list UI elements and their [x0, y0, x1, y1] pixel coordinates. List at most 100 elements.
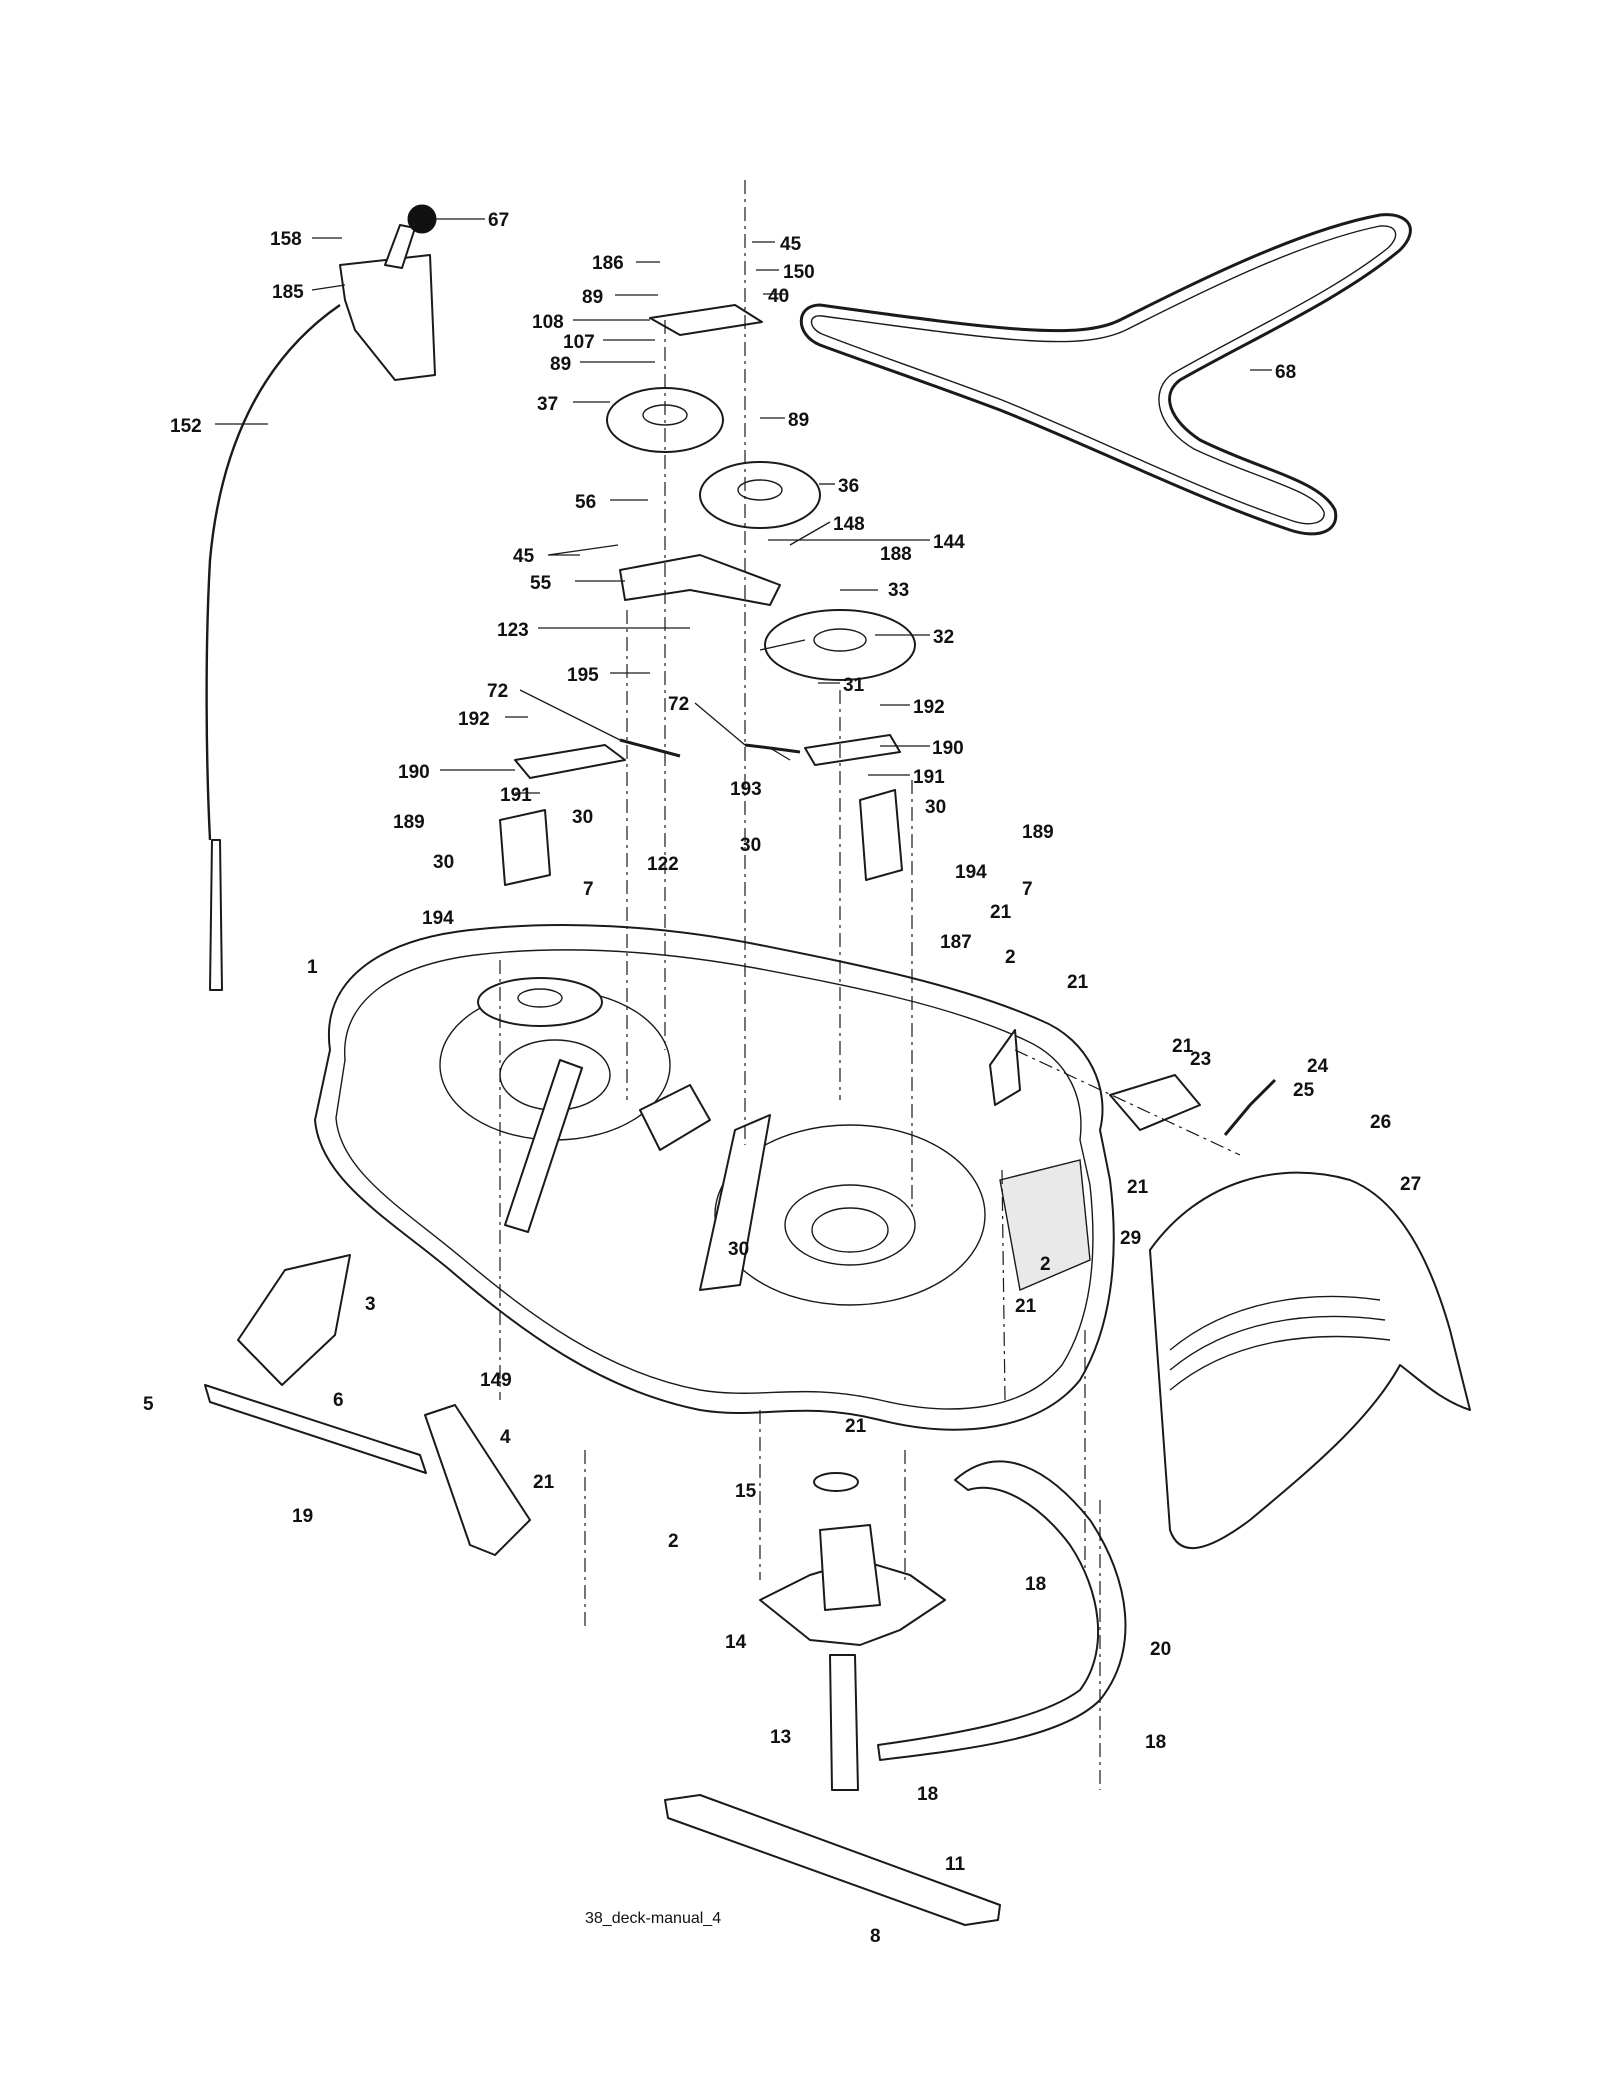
drive-pulley-32 [764, 609, 916, 681]
handle-bracket [339, 254, 436, 381]
discharge-chute-ribs [1169, 1295, 1391, 1391]
callout-187: 187 [940, 932, 972, 953]
deck-bracket-center [639, 1084, 711, 1151]
spindle-shaft [829, 1654, 859, 1791]
deck-artwork [314, 924, 1115, 1431]
callout-31: 31 [843, 675, 865, 696]
callout-27: 27 [1400, 1174, 1421, 1195]
belt-cover-bracket [1109, 1074, 1201, 1131]
callout-188: 188 [880, 544, 912, 565]
spring-72-right [744, 743, 801, 754]
deck-baffle [877, 1460, 1127, 1761]
callout-89-b: 89 [550, 354, 571, 375]
callout-45-b: 45 [513, 546, 535, 567]
deck-right-side-bracket [989, 1029, 1021, 1106]
callout-89-c: 89 [788, 410, 809, 431]
deck-discharge-opening [999, 1159, 1091, 1291]
callout-13: 13 [770, 1727, 791, 1748]
callout-108: 108 [532, 312, 564, 333]
callout-185: 185 [272, 282, 304, 303]
callout-186: 186 [592, 253, 624, 274]
callout-148: 148 [833, 514, 865, 535]
idler-pulley-36-hub [737, 479, 783, 501]
callout-14: 14 [725, 1632, 747, 1653]
lift-bracket-4 [424, 1404, 531, 1556]
callout-144: 144 [933, 532, 965, 553]
idler-assembly [499, 304, 916, 886]
mower-deck-shell [314, 924, 1115, 1431]
callout-192: 192 [458, 709, 490, 730]
lift-rod-6 [204, 1384, 427, 1474]
drive-pulley-32-hub [813, 628, 867, 652]
callout-24: 24 [1307, 1056, 1329, 1077]
spring-72-left [619, 738, 681, 758]
callout-190: 190 [398, 762, 430, 783]
callout-30-e: 30 [728, 1239, 749, 1260]
spindle-column [819, 1524, 881, 1611]
idler-arm-108 [649, 304, 763, 336]
callout-21-f: 21 [845, 1416, 867, 1437]
alignment-lines [499, 180, 1241, 1790]
callout-192-b: 192 [913, 697, 945, 718]
callout-150: 150 [783, 262, 815, 283]
idler-arm-190-left [514, 744, 626, 779]
deck-lift-arm-left [504, 1059, 583, 1233]
left-deck-pulley [477, 977, 603, 1027]
callout-21: 21 [990, 902, 1012, 923]
callout-33: 33 [888, 580, 909, 601]
callout-5: 5 [143, 1394, 154, 1415]
callout-72: 72 [487, 681, 508, 702]
drive-belt-outer [799, 213, 1412, 536]
callout-36: 36 [838, 476, 859, 497]
callout-194-b: 194 [422, 908, 454, 929]
callout-7-b: 7 [1022, 879, 1033, 900]
callout-123: 123 [497, 620, 529, 641]
callout-30-d: 30 [433, 852, 454, 873]
callout-191: 191 [500, 785, 532, 806]
drive-belt-inner [810, 225, 1397, 525]
callout-191-b: 191 [913, 767, 945, 788]
callout-195: 195 [567, 665, 599, 686]
callout-89: 89 [582, 287, 603, 308]
cable-spring-end [209, 839, 223, 991]
callout-21-c: 21 [1172, 1036, 1194, 1057]
callout-leaders [215, 218, 1272, 794]
control-cable [205, 304, 341, 841]
callout-6: 6 [333, 1390, 344, 1411]
callout-32: 32 [933, 627, 954, 648]
callout-2-c: 2 [668, 1531, 679, 1552]
callout-26: 26 [1370, 1112, 1391, 1133]
callout-30-c: 30 [740, 835, 761, 856]
idler-arm-55 [619, 554, 781, 606]
callout-23: 23 [1190, 1049, 1211, 1070]
callout-2-b: 2 [1040, 1254, 1051, 1275]
callout-158: 158 [270, 229, 302, 250]
discharge-chute [1149, 1171, 1471, 1549]
right-blade-hub-inner [811, 1207, 889, 1253]
callout-3: 3 [365, 1294, 376, 1315]
callout-72-b: 72 [668, 694, 689, 715]
bracket-189-left [499, 809, 551, 886]
mower-blade [664, 1794, 1001, 1926]
callout-152: 152 [170, 416, 202, 437]
lift-bracket-3 [237, 1254, 351, 1386]
callout-107: 107 [563, 332, 595, 353]
callout-40: 40 [768, 286, 789, 307]
callout-193: 193 [730, 779, 762, 800]
left-deck-pulley-hub [517, 988, 563, 1008]
callout-122: 122 [647, 854, 679, 875]
right-blade-hub [784, 1184, 916, 1266]
callout-21-g: 21 [533, 1472, 555, 1493]
callout-18-c: 18 [917, 1784, 938, 1805]
callout-37: 37 [537, 394, 558, 415]
callout-189: 189 [393, 812, 425, 833]
callout-25: 25 [1293, 1080, 1315, 1101]
callout-190-b: 190 [932, 738, 964, 759]
callout-7: 7 [583, 879, 594, 900]
deflector-spring [1223, 1078, 1277, 1136]
callout-18: 18 [1025, 1574, 1046, 1595]
diagram-caption: 38_deck-manual_4 [585, 1910, 721, 1927]
callout-21-b: 21 [1067, 972, 1089, 993]
callout-19: 19 [292, 1506, 313, 1527]
